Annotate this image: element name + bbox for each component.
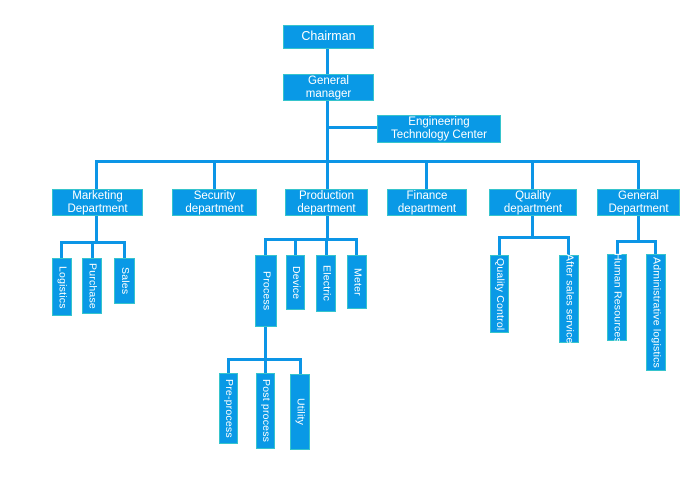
node-meter[interactable]: Meter: [347, 255, 367, 309]
connector-general-bus: [616, 240, 657, 243]
connector-drop-quality: [531, 160, 534, 189]
connector-drop-general: [637, 160, 640, 189]
node-engineering-technology-center[interactable]: Engineering Technology Center: [377, 115, 501, 143]
node-process[interactable]: Process: [255, 255, 277, 327]
connector-drop-quality-control: [498, 236, 501, 255]
node-production-department[interactable]: Production department: [285, 189, 368, 216]
connector-chairman-gm: [326, 49, 329, 74]
connector-engineering-branch: [326, 126, 377, 129]
node-chairman[interactable]: Chairman: [283, 25, 374, 49]
connector-general-stem: [637, 216, 640, 242]
connector-drop-electric: [325, 238, 328, 255]
node-general-manager[interactable]: General manager: [283, 74, 374, 101]
node-general-department[interactable]: General Department: [597, 189, 680, 216]
node-electric[interactable]: Electric: [316, 255, 336, 312]
connector-drop-process: [264, 238, 267, 255]
connector-drop-after-sales: [567, 236, 570, 255]
connector-quality-stem: [531, 216, 534, 238]
connector-departments-bus: [95, 160, 640, 163]
node-pre-process[interactable]: Pre-process: [219, 373, 238, 444]
node-device[interactable]: Device: [286, 255, 305, 310]
connector-production-stem: [326, 216, 329, 240]
node-utility[interactable]: Utility: [290, 374, 310, 450]
node-logistics[interactable]: Logistics: [52, 258, 72, 316]
connector-drop-meter: [355, 238, 358, 255]
node-purchase[interactable]: Purchase: [82, 258, 102, 314]
connector-drop-logistics: [60, 241, 63, 258]
connector-drop-finance: [425, 160, 428, 189]
node-quality-control[interactable]: Quality Control: [490, 255, 509, 333]
connector-drop-post-process: [264, 358, 267, 373]
node-finance-department[interactable]: Finance department: [387, 189, 467, 216]
connector-production-bus: [264, 238, 358, 241]
node-security-department[interactable]: Security department: [172, 189, 257, 216]
node-after-sales-service[interactable]: After sales service: [559, 254, 579, 344]
node-human-resources[interactable]: Human Resources: [607, 253, 627, 342]
connector-drop-production: [326, 160, 329, 189]
connector-process-stem: [264, 327, 267, 360]
node-sales[interactable]: Sales: [114, 258, 135, 304]
connector-drop-marketing: [95, 160, 98, 189]
connector-marketing-stem: [95, 216, 98, 242]
node-marketing-department[interactable]: Marketing Department: [52, 189, 143, 216]
connector-drop-security: [213, 160, 216, 189]
connector-drop-pre-process: [227, 358, 230, 373]
connector-quality-bus: [498, 236, 570, 239]
connector-drop-sales: [123, 241, 126, 258]
connector-drop-human-resources: [616, 240, 619, 254]
node-quality-department[interactable]: Quality department: [489, 189, 577, 216]
connector-drop-device: [294, 238, 297, 255]
node-administrative-logistics[interactable]: Administrative logistics: [646, 254, 666, 371]
connector-drop-utility: [299, 358, 302, 374]
connector-drop-purchase: [91, 241, 94, 258]
node-post-process[interactable]: Post process: [256, 373, 275, 449]
connector-gm-trunk: [326, 101, 329, 160]
connector-drop-admin-logistics: [654, 240, 657, 254]
